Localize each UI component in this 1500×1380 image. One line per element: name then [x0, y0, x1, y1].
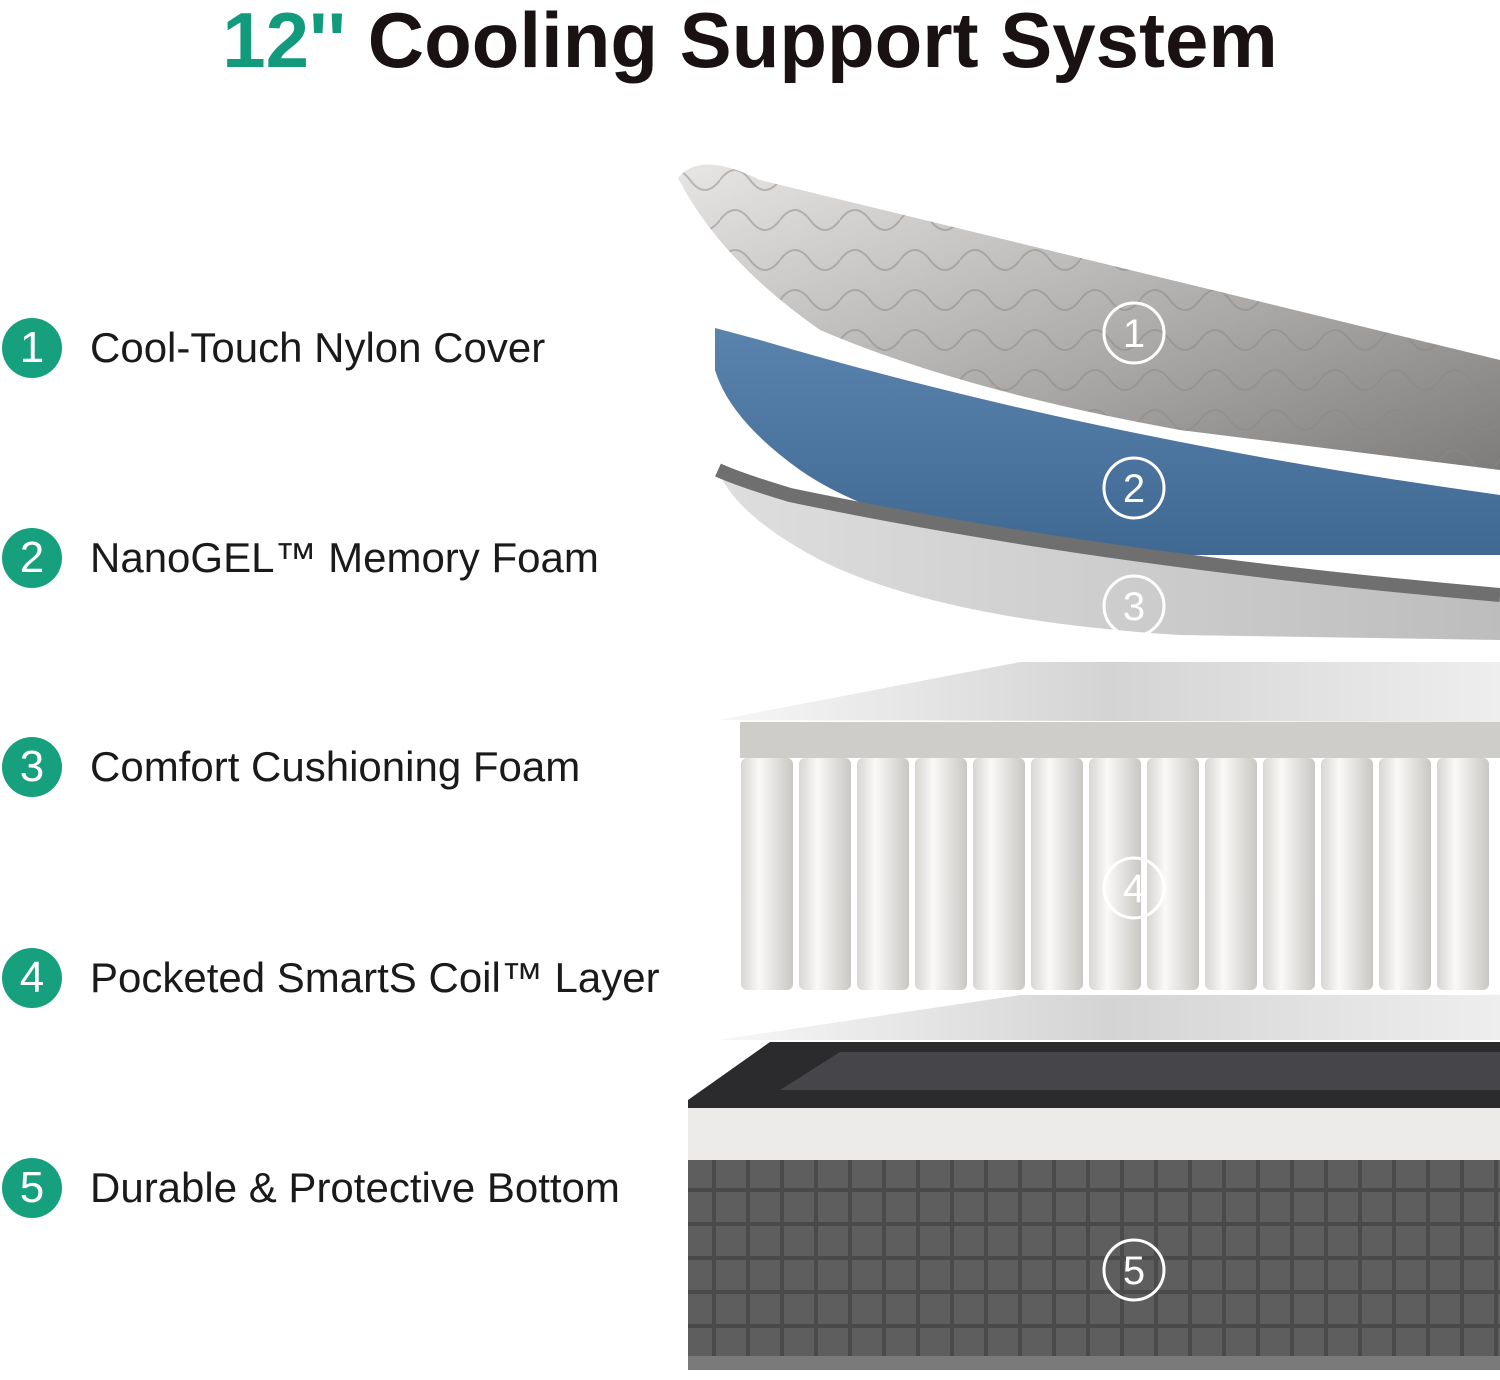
- title-accent: 12'': [222, 0, 347, 84]
- legend-item-3: 3 Comfort Cushioning Foam: [0, 732, 580, 802]
- cover-layer: [678, 164, 1500, 470]
- number-badge-5: 5: [2, 1158, 62, 1218]
- coil-layer: [740, 722, 1500, 990]
- legend-item-4: 4 Pocketed SmartS Coil™ Layer: [0, 943, 660, 1013]
- comfort-foam-layer: [715, 463, 1500, 640]
- page-title: 12'' Cooling Support System: [0, 0, 1500, 90]
- number-badge-4: 4: [2, 948, 62, 1008]
- legend-label-bottom: Durable & Protective Bottom: [90, 1164, 620, 1211]
- layer-marker-3: 3: [1102, 574, 1166, 638]
- layer-marker-2: 2: [1102, 456, 1166, 520]
- svg-text:5: 5: [1123, 1249, 1145, 1293]
- memory-foam-layer: [715, 328, 1500, 555]
- legend-item-1: 1 Cool-Touch Nylon Cover: [0, 313, 545, 383]
- legend-label-cover: Cool-Touch Nylon Cover: [90, 324, 546, 371]
- top-sheet: [718, 662, 1500, 722]
- svg-text:2: 2: [1123, 467, 1145, 511]
- layer-marker-1: 1: [1102, 301, 1166, 365]
- base-layer: [688, 1042, 1500, 1370]
- number-badge-3: 3: [2, 737, 62, 797]
- svg-text:4: 4: [1123, 867, 1145, 911]
- legend-label-memory-foam: NanoGEL™ Memory Foam: [90, 534, 599, 581]
- number-badge-1: 1: [2, 318, 62, 378]
- svg-text:1: 1: [1123, 312, 1145, 356]
- legend-item-2: 2 NanoGEL™ Memory Foam: [0, 523, 599, 593]
- bottom-sheet: [718, 995, 1500, 1040]
- layer-marker-5: 5: [1102, 1238, 1166, 1302]
- legend-label-comfort-foam: Comfort Cushioning Foam: [90, 743, 581, 790]
- title-main: Cooling Support System: [367, 0, 1278, 84]
- legend-item-5: 5 Durable & Protective Bottom: [0, 1153, 620, 1223]
- layer-marker-4: 4: [1102, 856, 1166, 920]
- svg-text:3: 3: [1123, 585, 1145, 629]
- legend-label-coil-layer: Pocketed SmartS Coil™ Layer: [90, 954, 660, 1001]
- number-badge-2: 2: [2, 528, 62, 588]
